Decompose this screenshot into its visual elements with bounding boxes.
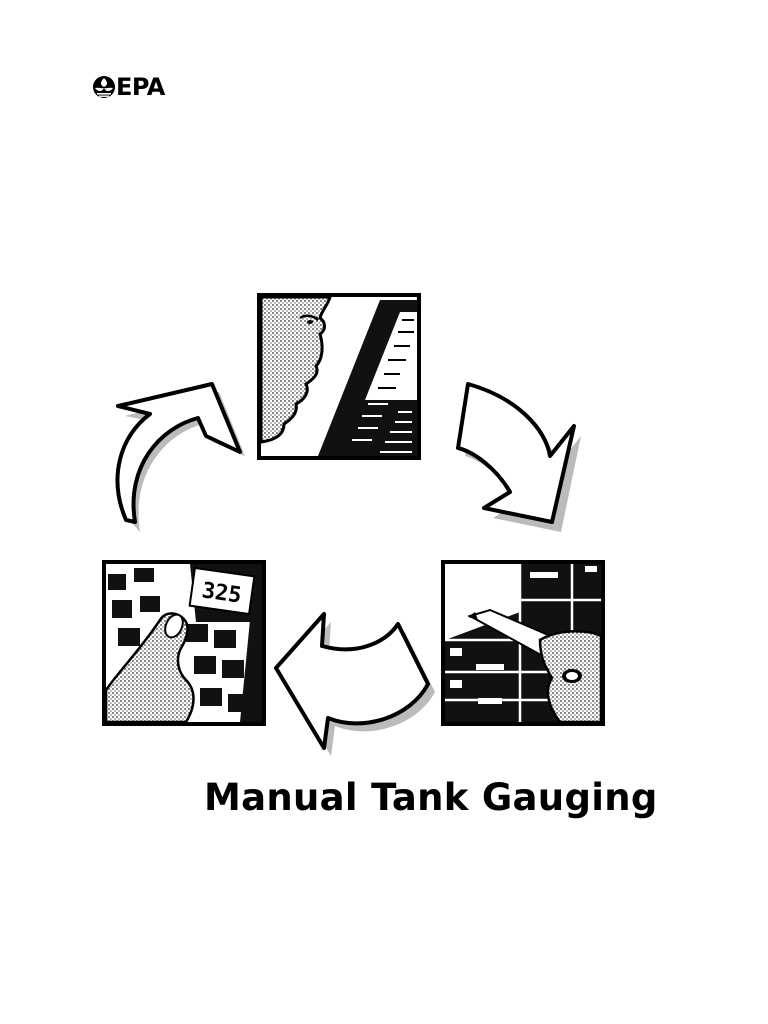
document-title: Manual Tank Gauging bbox=[204, 776, 658, 819]
calculator-display bbox=[188, 566, 256, 616]
person-face-icon bbox=[259, 295, 332, 444]
gauge-stick-icon bbox=[318, 300, 417, 456]
calculator-display-value: 325 bbox=[200, 578, 243, 608]
panel-gauge-reading bbox=[257, 293, 421, 460]
logo-text: EPA bbox=[116, 73, 165, 101]
finger-on-calculator-icon bbox=[104, 612, 195, 724]
epa-flower-icon bbox=[93, 76, 115, 98]
panel-calculator: 325 bbox=[102, 560, 266, 726]
cycle-arrow-up bbox=[115, 382, 245, 532]
panel-record-log bbox=[441, 560, 605, 726]
cycle-arrow-left bbox=[274, 612, 435, 756]
cycle-arrow-down bbox=[456, 382, 581, 532]
epa-logo: EPA bbox=[92, 75, 165, 99]
